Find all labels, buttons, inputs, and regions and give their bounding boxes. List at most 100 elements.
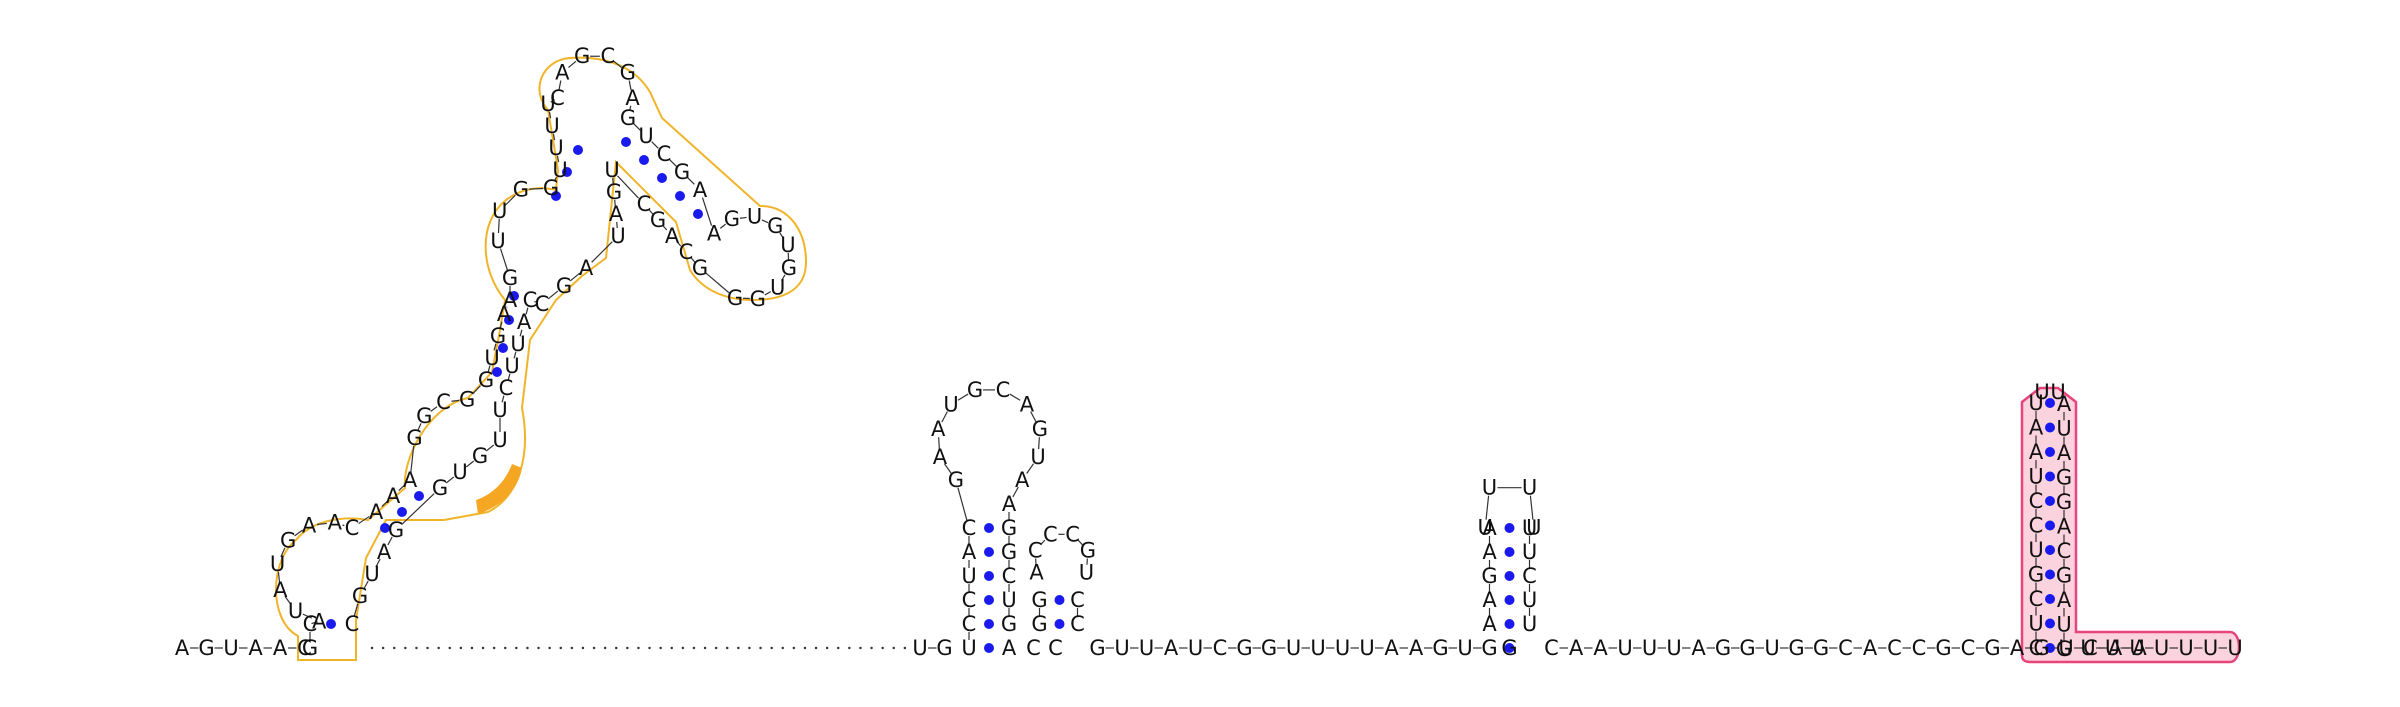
left-domain-nt: U: [270, 552, 285, 576]
left-domain-nt: A: [386, 484, 401, 508]
left-domain-nt: G: [543, 176, 559, 200]
backbone-link: [451, 399, 460, 402]
backbone-link: [633, 123, 641, 131]
backbone-link: [550, 99, 556, 103]
base-pair-dot: [984, 571, 994, 581]
backbone-link: [761, 219, 769, 224]
right-hairpin-stem-nt: A: [2057, 515, 2072, 539]
backbone-link: [311, 621, 318, 625]
tail-nt: U: [2058, 636, 2073, 660]
right-hairpin-stem-nt: A: [2057, 441, 2072, 465]
hairpin1-stem-nt: U: [961, 636, 976, 660]
base-pair-dot: [2045, 520, 2055, 531]
hairpin1-stem-nt: C: [962, 516, 977, 540]
backbone-link: [1485, 495, 1490, 520]
base-pair-dot: [573, 145, 583, 155]
tail-nt: G: [1984, 636, 2000, 660]
left-domain-nt: G: [432, 476, 448, 500]
left-domain-nt: A: [328, 511, 343, 535]
backbone-link: [764, 291, 772, 296]
right-hairpin-loop-nt: U: [2034, 380, 2049, 404]
right-hairpin-stem-nt: U: [2028, 538, 2043, 562]
backbone-link: [1038, 437, 1040, 450]
right-tail-nt: U: [2080, 636, 2095, 660]
left-domain-nt: G: [556, 274, 572, 298]
linker-nt: U: [912, 636, 927, 660]
left-domain-nt: C: [499, 376, 514, 400]
right-hairpin-stem-nt: U: [2056, 613, 2071, 637]
left-domain-nt: C: [657, 142, 672, 166]
inter-nt: U: [1286, 636, 1301, 660]
hairpin1-loop-nt: A: [1015, 468, 1030, 492]
right-hairpin-stem-nt: C: [2029, 514, 2044, 538]
left-domain-nt: G: [750, 287, 766, 311]
backbone-link: [302, 613, 313, 619]
hairpin3-stem-nt: A: [1482, 612, 1497, 636]
inter-nt: U: [1188, 636, 1203, 660]
right-tail-nt: U: [2154, 636, 2169, 660]
base-pair-dot: [414, 491, 424, 501]
left-domain-nt: G: [724, 207, 740, 231]
backbone-link: [504, 194, 516, 206]
backbone-link: [499, 321, 503, 329]
base-pair-dot: [380, 523, 390, 533]
left-domain-nt: G: [388, 518, 404, 542]
left-tail-nt: U: [223, 636, 238, 660]
backbone-link: [569, 272, 581, 282]
inter-nt: G: [1236, 636, 1252, 660]
backbone-link: [513, 351, 517, 359]
hairpin1-stem-nt: U: [961, 564, 976, 588]
left-domain-nt: U: [638, 124, 653, 148]
backbone-link: [528, 187, 544, 190]
left-domain-nt: G: [513, 178, 529, 202]
left-domain-nt: G: [352, 584, 368, 608]
backbone-link: [410, 445, 415, 473]
right-hairpin-stem-nt: G: [2056, 564, 2072, 588]
base-pair-dot: [1504, 619, 1515, 629]
backbone-link: [669, 159, 677, 167]
left-domain-nt: G: [620, 106, 636, 130]
hairpin3-stem-nt: U: [1522, 612, 1537, 636]
base-pair-dot: [326, 619, 336, 629]
hairpin2-stem-nt: C: [1070, 588, 1085, 612]
left-domain-nt: G: [767, 214, 783, 238]
hairpin1-loop-nt: A: [1020, 392, 1035, 416]
backbone-link: [465, 460, 475, 468]
tail-nt: C: [2083, 636, 2098, 660]
left-domain-nt: U: [504, 354, 519, 378]
left-domain-nt: G: [280, 529, 296, 553]
backbone-link: [676, 241, 682, 247]
left-domain-nt: G: [650, 208, 666, 232]
left-domain-nt: U: [548, 136, 563, 160]
left-domain-highlight-segment: [476, 464, 522, 514]
inter-nt: G: [1432, 636, 1448, 660]
right-hairpin-stem-nt: G: [2056, 637, 2072, 661]
base-pair-dot: [504, 315, 514, 325]
left-domain-nt: U: [540, 92, 555, 116]
base-pairs: [326, 137, 2055, 653]
hairpin3-stem-nt: U: [1522, 540, 1537, 564]
inter-nt: U: [1310, 636, 1325, 660]
left-domain-nt: G: [459, 388, 475, 412]
backbone-link: [499, 248, 509, 271]
hairpin3-stem-nt: A: [1482, 516, 1497, 540]
left-domain-nt: A: [497, 302, 512, 326]
tail-nt: C: [1887, 636, 1902, 660]
backbone-link: [719, 223, 727, 229]
base-pair-dot: [1504, 547, 1515, 557]
hairpin2-loop-nt: U: [1079, 561, 1094, 585]
hairpin1-stem-nt: U: [1001, 588, 1016, 612]
right-tail-nt: U: [2105, 636, 2120, 660]
backbone-link: [472, 385, 481, 395]
backbone-link: [547, 290, 559, 300]
left-domain-nt: G: [692, 256, 708, 280]
left-domain-nt: C: [637, 192, 652, 216]
left-domain-nt: G: [472, 444, 488, 468]
backbone-link: [363, 580, 369, 590]
base-pair-dot: [2045, 643, 2055, 653]
left-domain-nt: A: [579, 256, 594, 280]
backbone-link: [943, 463, 952, 474]
left-domain-nt: C: [523, 288, 538, 312]
hairpin2-loop-nt: G: [1080, 539, 1096, 563]
